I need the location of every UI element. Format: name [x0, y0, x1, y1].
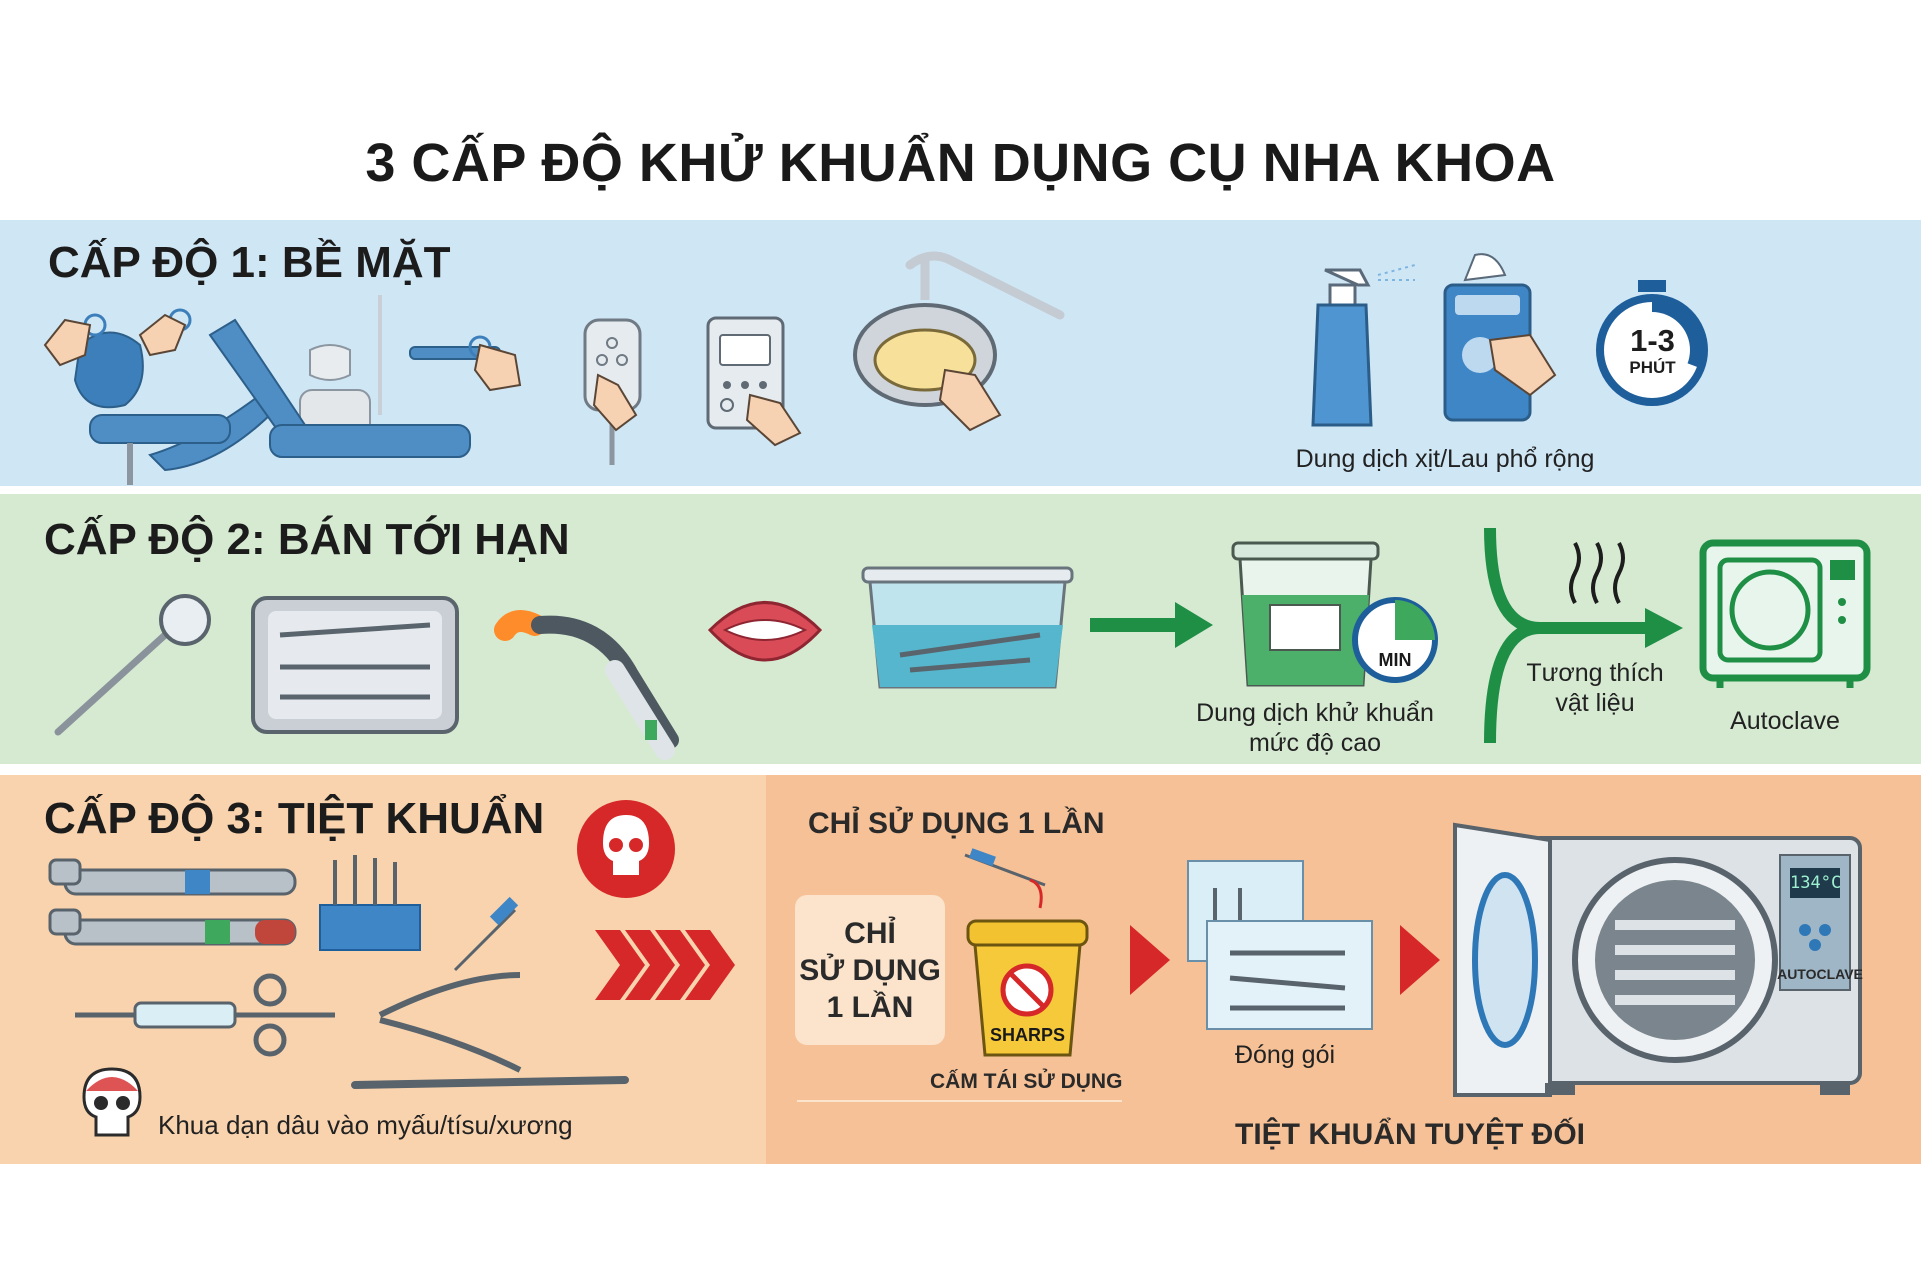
- autoclave-label: AUTOCLAVE: [1777, 966, 1863, 982]
- red-arrow-icon-2: [1400, 925, 1440, 995]
- branch-arrow-icon: [1484, 527, 1683, 744]
- timer-unit: PHÚT: [1629, 358, 1676, 377]
- compat-line1: Tương thích: [1526, 659, 1664, 687]
- sharps-container-icon: [966, 919, 1089, 1057]
- packaging-label: Đóng gói: [1234, 1041, 1336, 1069]
- sterile-pouch-icon: [1187, 860, 1373, 1030]
- solution-caption-line1: Dung dịch khử khuẩn: [1196, 699, 1434, 727]
- timer-icon: [1596, 280, 1708, 406]
- no-reuse-label: CẤM TÁI SỬ DỤNG: [930, 1070, 1123, 1093]
- large-autoclave-icon: [1453, 822, 1862, 1097]
- level1-caption: Dung dịch xịt/Lau phổ rộng: [1295, 445, 1595, 473]
- level3-footer: TIỆT KHUẨN TUYỆT ĐỐI: [1235, 1118, 1585, 1151]
- timer-value: 1-3: [1630, 323, 1675, 358]
- green-arrow-icon: [1090, 602, 1213, 648]
- instrument-tray-icon: [251, 596, 459, 734]
- single-use-title: CHỈ SỬ DỤNG 1 LẦN: [808, 807, 1105, 840]
- control-panel-icon: [706, 316, 802, 447]
- level3-warning: Khua dạn dâu vào myấu/tísu/xương: [158, 1110, 573, 1140]
- curing-light-icon: [494, 610, 679, 760]
- red-arrow-icon-1: [1130, 925, 1170, 995]
- autoclave-caption: Autoclave: [1730, 707, 1840, 735]
- red-chevrons-icon: [595, 930, 735, 1000]
- level3-heading: CẤP ĐỘ 3: TIỆT KHUẨN: [44, 794, 545, 843]
- immersion-tank-icon: [861, 566, 1074, 689]
- compat-line2: vật liệu: [1555, 689, 1635, 717]
- sharps-label: SHARPS: [989, 1025, 1065, 1045]
- page-title: 3 CẤP ĐỘ KHỬ KHUẨN DỤNG CỤ NHA KHOA: [365, 133, 1556, 193]
- dental-mirror-icon: [54, 594, 211, 736]
- divider: [797, 1100, 1122, 1102]
- autoclave-icon: [1699, 539, 1871, 688]
- wipes-container-icon: [1443, 253, 1557, 422]
- needle-drop-icon: [964, 848, 1046, 909]
- autoclave-temp: 134°C: [1790, 873, 1842, 893]
- level2-heading: CẤP ĐỘ 2: BÁN TỚI HẠN: [44, 515, 570, 564]
- disinfectant-container-icon: [1231, 541, 1438, 687]
- solution-caption-line2: mức độ cao: [1248, 729, 1382, 757]
- surgical-instruments-icon: [48, 855, 629, 1089]
- spray-bottle-icon: [1311, 264, 1416, 427]
- level1-heading: CẤP ĐỘ 1: BỀ MẶT: [48, 238, 451, 287]
- handpiece-holder-icon: [583, 318, 642, 465]
- dental-chair-icon: [43, 295, 522, 485]
- single-use-box: CHỈ SỬ DỤNG 1 LẦN: [795, 895, 945, 1045]
- skull-warning-icon: [577, 800, 675, 898]
- skull-icon: [82, 1067, 142, 1137]
- single-use-box-line2: SỬ DỤNG: [799, 953, 941, 987]
- single-use-box-line3: 1 LẦN: [826, 990, 914, 1024]
- single-use-box-line1: CHỈ: [844, 916, 896, 950]
- dental-lamp-icon: [853, 251, 1065, 432]
- min-label: MIN: [1378, 650, 1412, 670]
- mouth-icon: [707, 601, 823, 662]
